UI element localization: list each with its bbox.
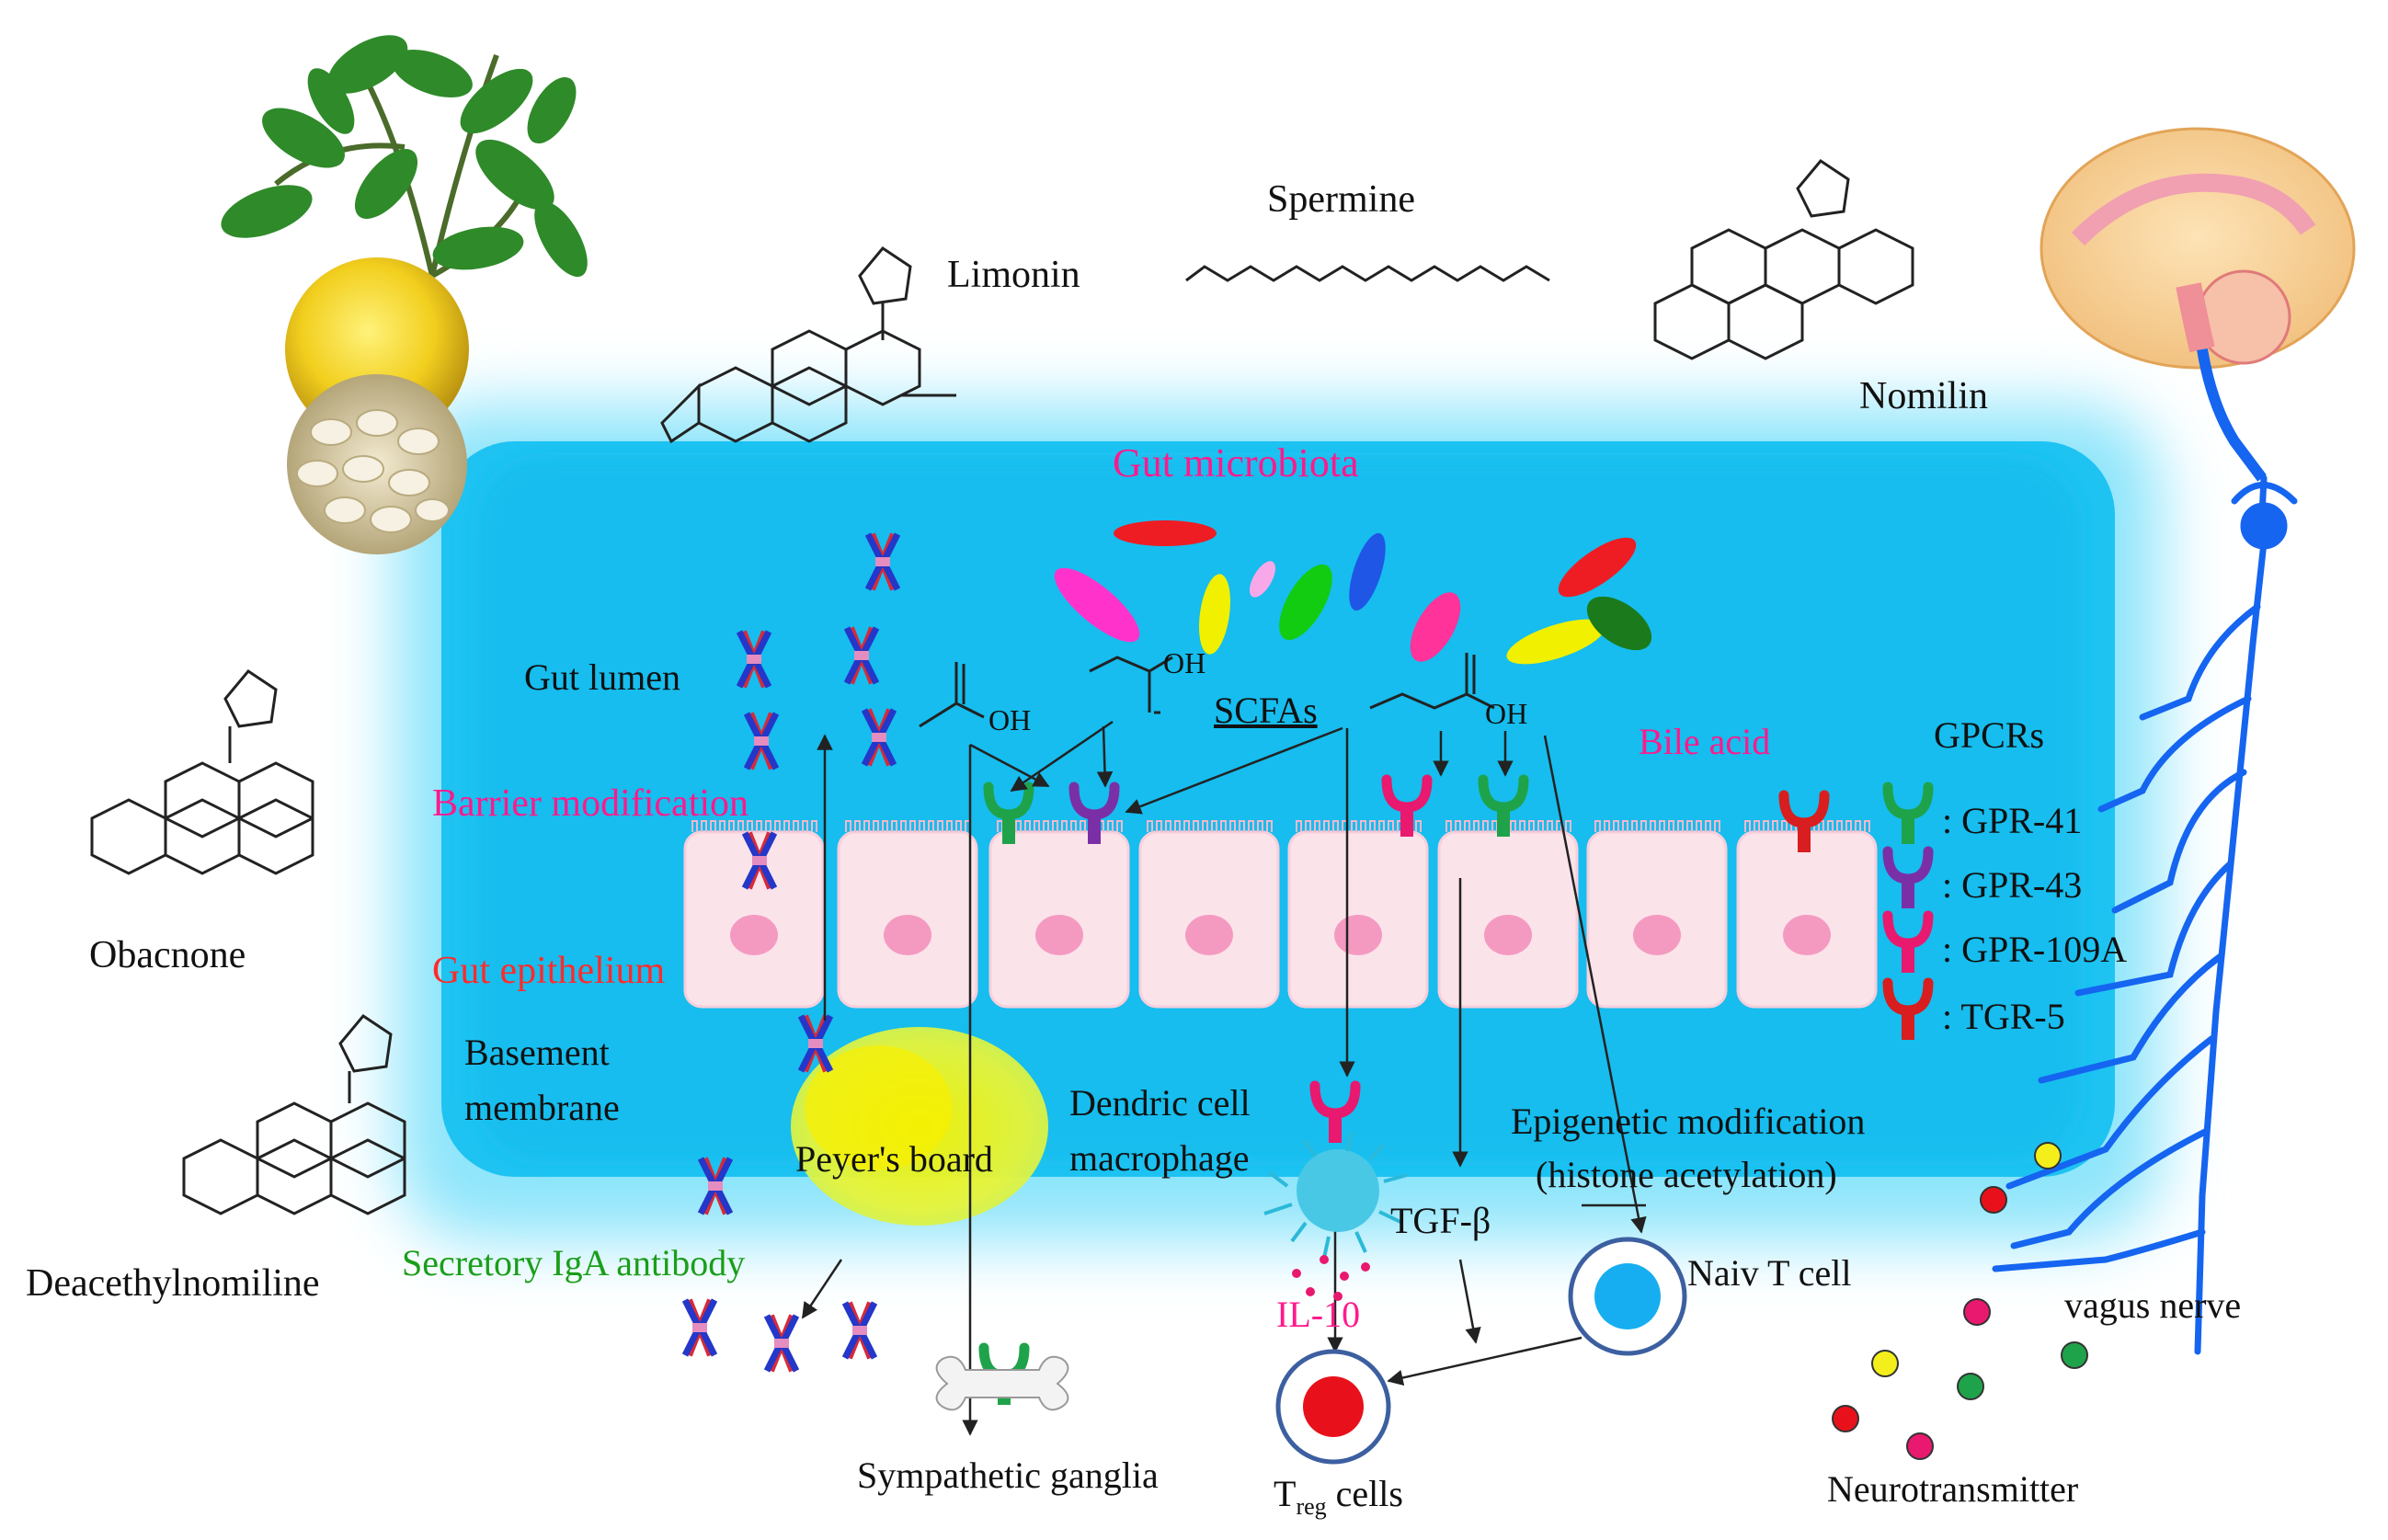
gut-bacteria (1054, 520, 1652, 665)
il10-label: IL-10 (1276, 1294, 1361, 1335)
basement-membrane-label-1: Basement (464, 1032, 610, 1073)
naive-t-cell-label: Naiv T cell (1687, 1252, 1852, 1294)
sympathetic-ganglia-label: Sympathetic ganglia (857, 1454, 1159, 1496)
dendritic-cell (1263, 1132, 1408, 1259)
deacethylnomiline-label: Deacethylnomiline (26, 1262, 320, 1305)
treg-cells-label: Treg cells (1274, 1473, 1403, 1520)
epithelial-cell (1138, 820, 1280, 1009)
epithelial-cell (1287, 820, 1429, 1009)
il10-dots (1292, 1255, 1370, 1301)
legend-gpr43: : GPR-43 (1942, 864, 2083, 906)
limonin-label: Limonin (947, 254, 1080, 296)
oh-label-1: OH (988, 703, 1032, 736)
scfa-molecules (919, 653, 1495, 728)
spermine-structure (1185, 265, 1550, 282)
vagus-nerve-label: vagus nerve (2064, 1284, 2242, 1326)
brain-illustration (2040, 127, 2356, 482)
obacnone-label: Obacnone (89, 934, 246, 976)
gpcrs-legend-title: GPCRs (1934, 714, 2045, 756)
dendric-cell-label-2: macrophage (1069, 1137, 1250, 1179)
gut-lumen-label: Gut lumen (524, 656, 680, 698)
tgf-beta-label: TGF-β (1390, 1200, 1491, 1241)
epithelial-cell (1586, 820, 1728, 1009)
sympathetic-ganglia-icon (935, 1355, 1069, 1411)
oh-label-2: OH (1163, 646, 1206, 679)
dendric-cell-label-1: Dendric cell (1069, 1082, 1251, 1124)
naive-t-cell (1568, 1237, 1687, 1356)
neurotransmitter-label: Neurotransmitter (1827, 1468, 2079, 1510)
gut-epithelium-label: Gut epithelium (432, 950, 666, 992)
epithelial-cell (837, 820, 978, 1009)
epigenetic-label-1: Epigenetic modification (1511, 1101, 1866, 1142)
deacethylnomiline-structure (182, 1014, 406, 1215)
epithelial-cell (988, 820, 1130, 1009)
epigenetic-label-2: (histone acetylation) (1536, 1154, 1837, 1195)
spermine-label: Spermine (1267, 178, 1415, 221)
oh-label-3: OH (1485, 697, 1528, 730)
legend-gpr109a: : GPR-109A (1942, 929, 2128, 970)
peyers-board-label: Peyer's board (795, 1138, 993, 1180)
vagus-nerve (1992, 474, 2298, 1355)
bile-acid-label: Bile acid (1639, 721, 1771, 762)
basement-membrane-label-2: membrane (464, 1087, 620, 1128)
legend-gpr41: : GPR-41 (1942, 800, 2083, 841)
gut-epithelium-cells (683, 820, 1878, 1009)
neurotransmitter-dots (1832, 1142, 2088, 1460)
obacnone-structure (90, 669, 314, 875)
barrier-modification-label: Barrier modification (432, 782, 749, 825)
nomilin-structure (1653, 159, 1914, 360)
epithelial-cell (683, 820, 825, 1009)
limonin-structure (660, 246, 956, 444)
nomilin-label: Nomilin (1859, 375, 1989, 417)
pathway-arrows (801, 720, 1647, 1436)
citrus-plant-illustration (221, 35, 588, 554)
legend-tgr5: : TGR-5 (1942, 996, 2065, 1037)
treg-cell (1275, 1349, 1391, 1465)
secretory-iga-label: Secretory IgA antibody (402, 1242, 746, 1283)
peyers-board-core (805, 1045, 952, 1170)
gut-microbiota-title: Gut microbiota (1113, 440, 1359, 485)
scfas-label: SCFAs (1214, 690, 1318, 731)
